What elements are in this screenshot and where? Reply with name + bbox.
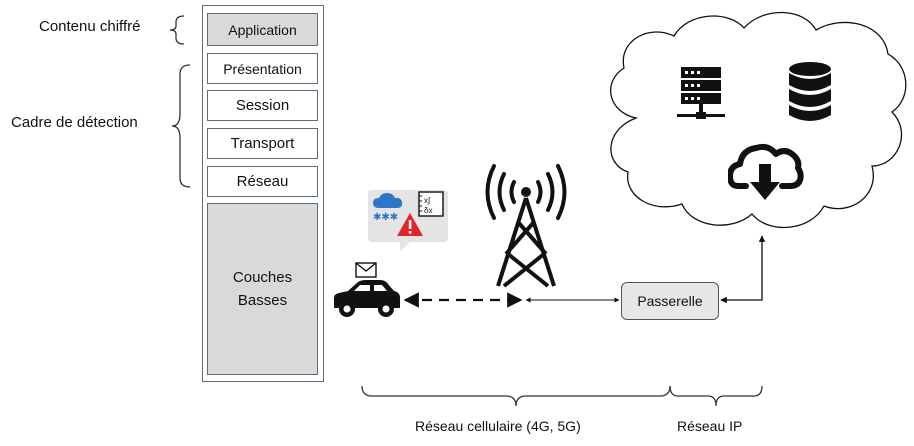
osi-stack [202, 5, 324, 382]
envelope-icon [355, 262, 377, 278]
layer-lower: Couches Basses [207, 203, 318, 375]
gateway-cloud-link [720, 235, 766, 304]
brace-cellular [361, 385, 671, 407]
svg-text:x∫: x∫ [424, 196, 431, 205]
car-icon [334, 280, 400, 317]
warning-icon [397, 213, 423, 236]
layer-presentation: Présentation [207, 53, 318, 84]
layer-session: Session [207, 90, 318, 121]
layer-network: Réseau [207, 166, 318, 197]
label-detection-frame: Cadre de détection [11, 114, 138, 131]
cloud-download-icon [728, 143, 804, 200]
layer-transport: Transport [207, 128, 318, 159]
label-encrypted-content: Contenu chiffré [39, 18, 141, 35]
snow-cloud-icon: ✱✱✱ [373, 193, 403, 222]
cloud-shape [610, 11, 907, 228]
svg-text:✱✱✱: ✱✱✱ [373, 212, 398, 222]
label-cellular-network: Réseau cellulaire (4G, 5G) [415, 418, 581, 434]
layer-lower-line1: Couches [232, 269, 293, 286]
layer-application: Application [207, 13, 318, 46]
database-icon [789, 62, 831, 121]
svg-text:δx: δx [424, 206, 432, 215]
gateway-label: Passerelle [637, 293, 703, 309]
formula-icon: x∫ δx [418, 191, 444, 217]
brace-encrypted [169, 15, 185, 45]
gateway-box: Passerelle [621, 282, 719, 320]
cell-tower-icon [485, 164, 567, 288]
layer-lower-line2: Basses [237, 292, 288, 309]
brace-detection [171, 64, 191, 188]
brace-ip [669, 385, 763, 407]
label-ip-network: Réseau IP [677, 418, 743, 434]
server-icon [677, 67, 725, 119]
